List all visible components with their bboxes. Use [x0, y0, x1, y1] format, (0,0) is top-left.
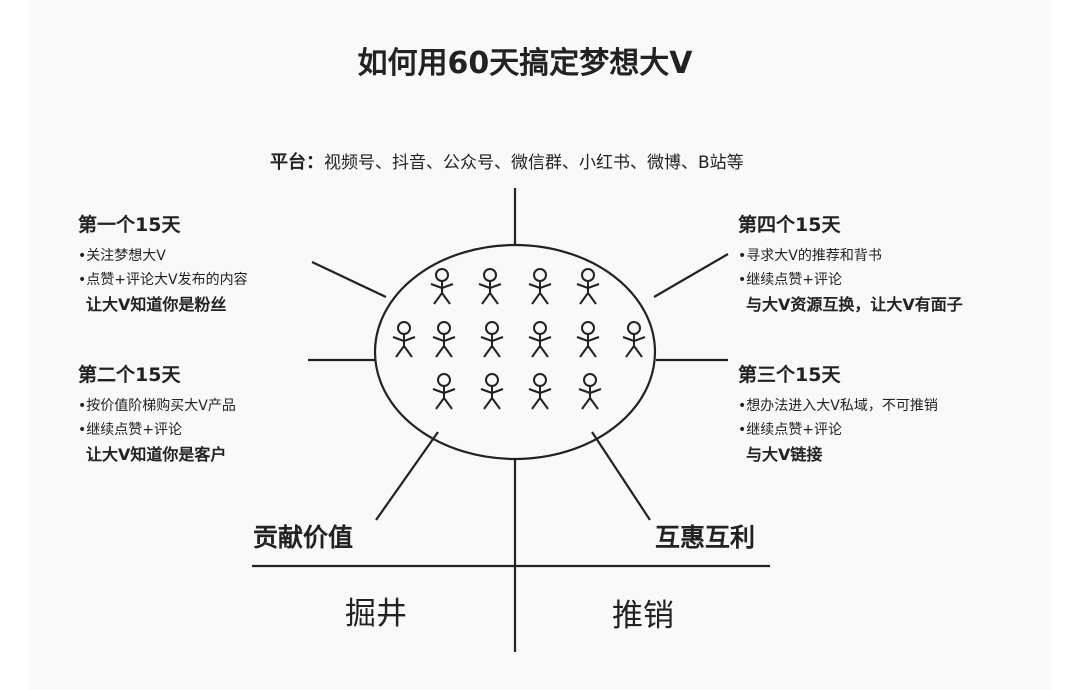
platform-label: 平台：	[270, 152, 324, 173]
person-icon	[392, 321, 416, 358]
phase-bullet: •继续点赞+评论	[738, 272, 842, 288]
connector-fourth	[653, 253, 729, 298]
person-icon	[480, 321, 504, 358]
person-icon	[528, 268, 552, 305]
person-icon	[430, 268, 454, 305]
phase-second: 第二个15天 •按价值阶梯购买大V产品 •继续点赞+评论 让大V知道你是客户	[78, 360, 236, 465]
label-mutual-benefit: 互惠互利	[655, 523, 756, 552]
person-icon	[578, 373, 602, 410]
connector-bottom-right	[591, 431, 651, 521]
phase-bullet: •点赞+评论大V发布的内容	[78, 272, 248, 288]
quadrant-dig-well: 掘井	[345, 596, 407, 632]
person-icon	[528, 321, 552, 358]
phase-heading: 第四个15天	[738, 214, 841, 236]
phase-fourth: 第四个15天 •寻求大V的推荐和背书 •继续点赞+评论 与大V资源互换，让大V有…	[738, 210, 963, 315]
page-title: 如何用60天搞定梦想大V	[357, 46, 693, 81]
person-icon	[480, 373, 504, 410]
phase-heading: 第三个15天	[738, 364, 841, 386]
phase-key: 让大V知道你是客户	[86, 445, 227, 464]
person-icon	[576, 321, 600, 358]
phase-bullet: •按价值阶梯购买大V产品	[78, 398, 236, 414]
connector-bottom-left	[375, 431, 439, 521]
quadrant-promote: 推销	[612, 598, 674, 634]
phase-heading: 第一个15天	[78, 214, 181, 236]
phase-bullet: •关注梦想大V	[78, 248, 166, 264]
person-icon	[432, 373, 456, 410]
phase-bullet: •想办法进入大V私域，不可推销	[738, 398, 938, 414]
person-icon	[622, 321, 646, 358]
label-contribute-value: 贡献价值	[253, 523, 354, 552]
phase-heading: 第二个15天	[78, 364, 181, 386]
phase-bullet: •寻求大V的推荐和背书	[738, 248, 882, 264]
person-icon	[432, 321, 456, 358]
audience-ellipse	[373, 243, 657, 461]
person-icon	[576, 268, 600, 305]
connector-first	[311, 261, 387, 298]
phase-key: 与大V资源互换，让大V有面子	[746, 295, 963, 314]
phase-first: 第一个15天 •关注梦想大V •点赞+评论大V发布的内容 让大V知道你是粉丝	[78, 210, 248, 315]
phase-third: 第三个15天 •想办法进入大V私域，不可推销 •继续点赞+评论 与大V链接	[738, 360, 938, 465]
phase-key: 与大V链接	[746, 445, 823, 464]
phase-bullet: •继续点赞+评论	[738, 422, 842, 438]
platform-line: 平台：视频号、抖音、公众号、微信群、小红书、微博、B站等	[270, 148, 744, 174]
platform-value: 视频号、抖音、公众号、微信群、小红书、微博、B站等	[324, 153, 744, 173]
person-icon	[478, 268, 502, 305]
phase-key: 让大V知道你是粉丝	[86, 295, 227, 314]
phase-bullet: •继续点赞+评论	[78, 422, 182, 438]
person-icon	[528, 373, 552, 410]
